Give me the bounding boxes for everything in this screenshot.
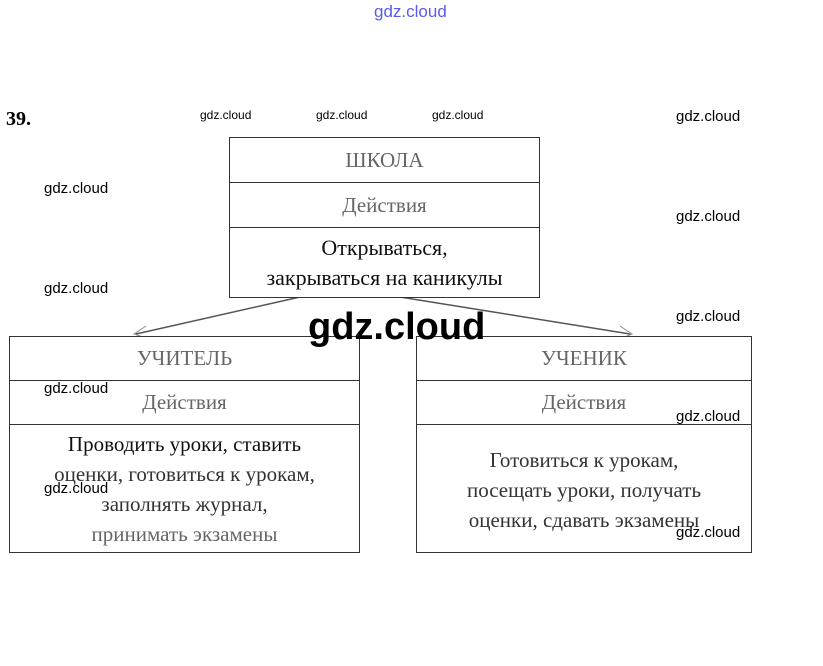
watermark: gdz.cloud: [676, 408, 741, 425]
student-section: Действия: [417, 381, 751, 425]
student-action: оценки, сдавать экзамены: [468, 508, 700, 532]
watermark: gdz.cloud: [432, 108, 484, 122]
teacher-action: заполнять журнал,: [101, 492, 268, 516]
arrow-to-student: [399, 296, 631, 335]
school-box: ШКОЛА Действия Открываться, закрываться …: [229, 137, 540, 298]
watermark: gdz.cloud: [676, 308, 741, 325]
school-action: Открываться,: [321, 235, 448, 260]
watermark: gdz.cloud: [676, 108, 741, 125]
teacher-section: Действия: [10, 381, 359, 425]
watermark: gdz.cloud: [316, 108, 368, 122]
watermark: gdz.cloud: [676, 208, 741, 225]
watermark: gdz.cloud: [44, 480, 109, 497]
student-action: посещать уроки, получать: [466, 478, 702, 502]
teacher-title: УЧИТЕЛЬ: [10, 337, 359, 381]
watermark: gdz.cloud: [44, 380, 109, 397]
watermark: gdz.cloud: [44, 180, 109, 197]
teacher-action: принимать экзамены: [91, 522, 278, 546]
student-title: УЧЕНИК: [417, 337, 751, 381]
watermark: gdz.cloud: [44, 280, 109, 297]
student-box: УЧЕНИК Действия Готовиться к урокам, пос…: [416, 336, 752, 553]
watermark: gdz.cloud: [676, 524, 741, 541]
teacher-box: УЧИТЕЛЬ Действия Проводить уроки, ставит…: [9, 336, 360, 553]
watermark-large: gdz.cloud: [308, 306, 486, 348]
school-title: ШКОЛА: [230, 138, 539, 183]
teacher-action: Проводить уроки, ставить: [67, 432, 302, 456]
watermark: gdz.cloud: [374, 2, 447, 21]
watermark: gdz.cloud: [200, 108, 252, 122]
student-action: Готовиться к урокам,: [489, 448, 679, 472]
school-section: Действия: [230, 183, 539, 228]
school-action: закрываться на каникулы: [266, 265, 503, 290]
teacher-action: оценки, готовиться к урокам,: [54, 462, 315, 486]
arrow-to-teacher: [135, 296, 301, 335]
task-number: 39.: [6, 108, 31, 130]
